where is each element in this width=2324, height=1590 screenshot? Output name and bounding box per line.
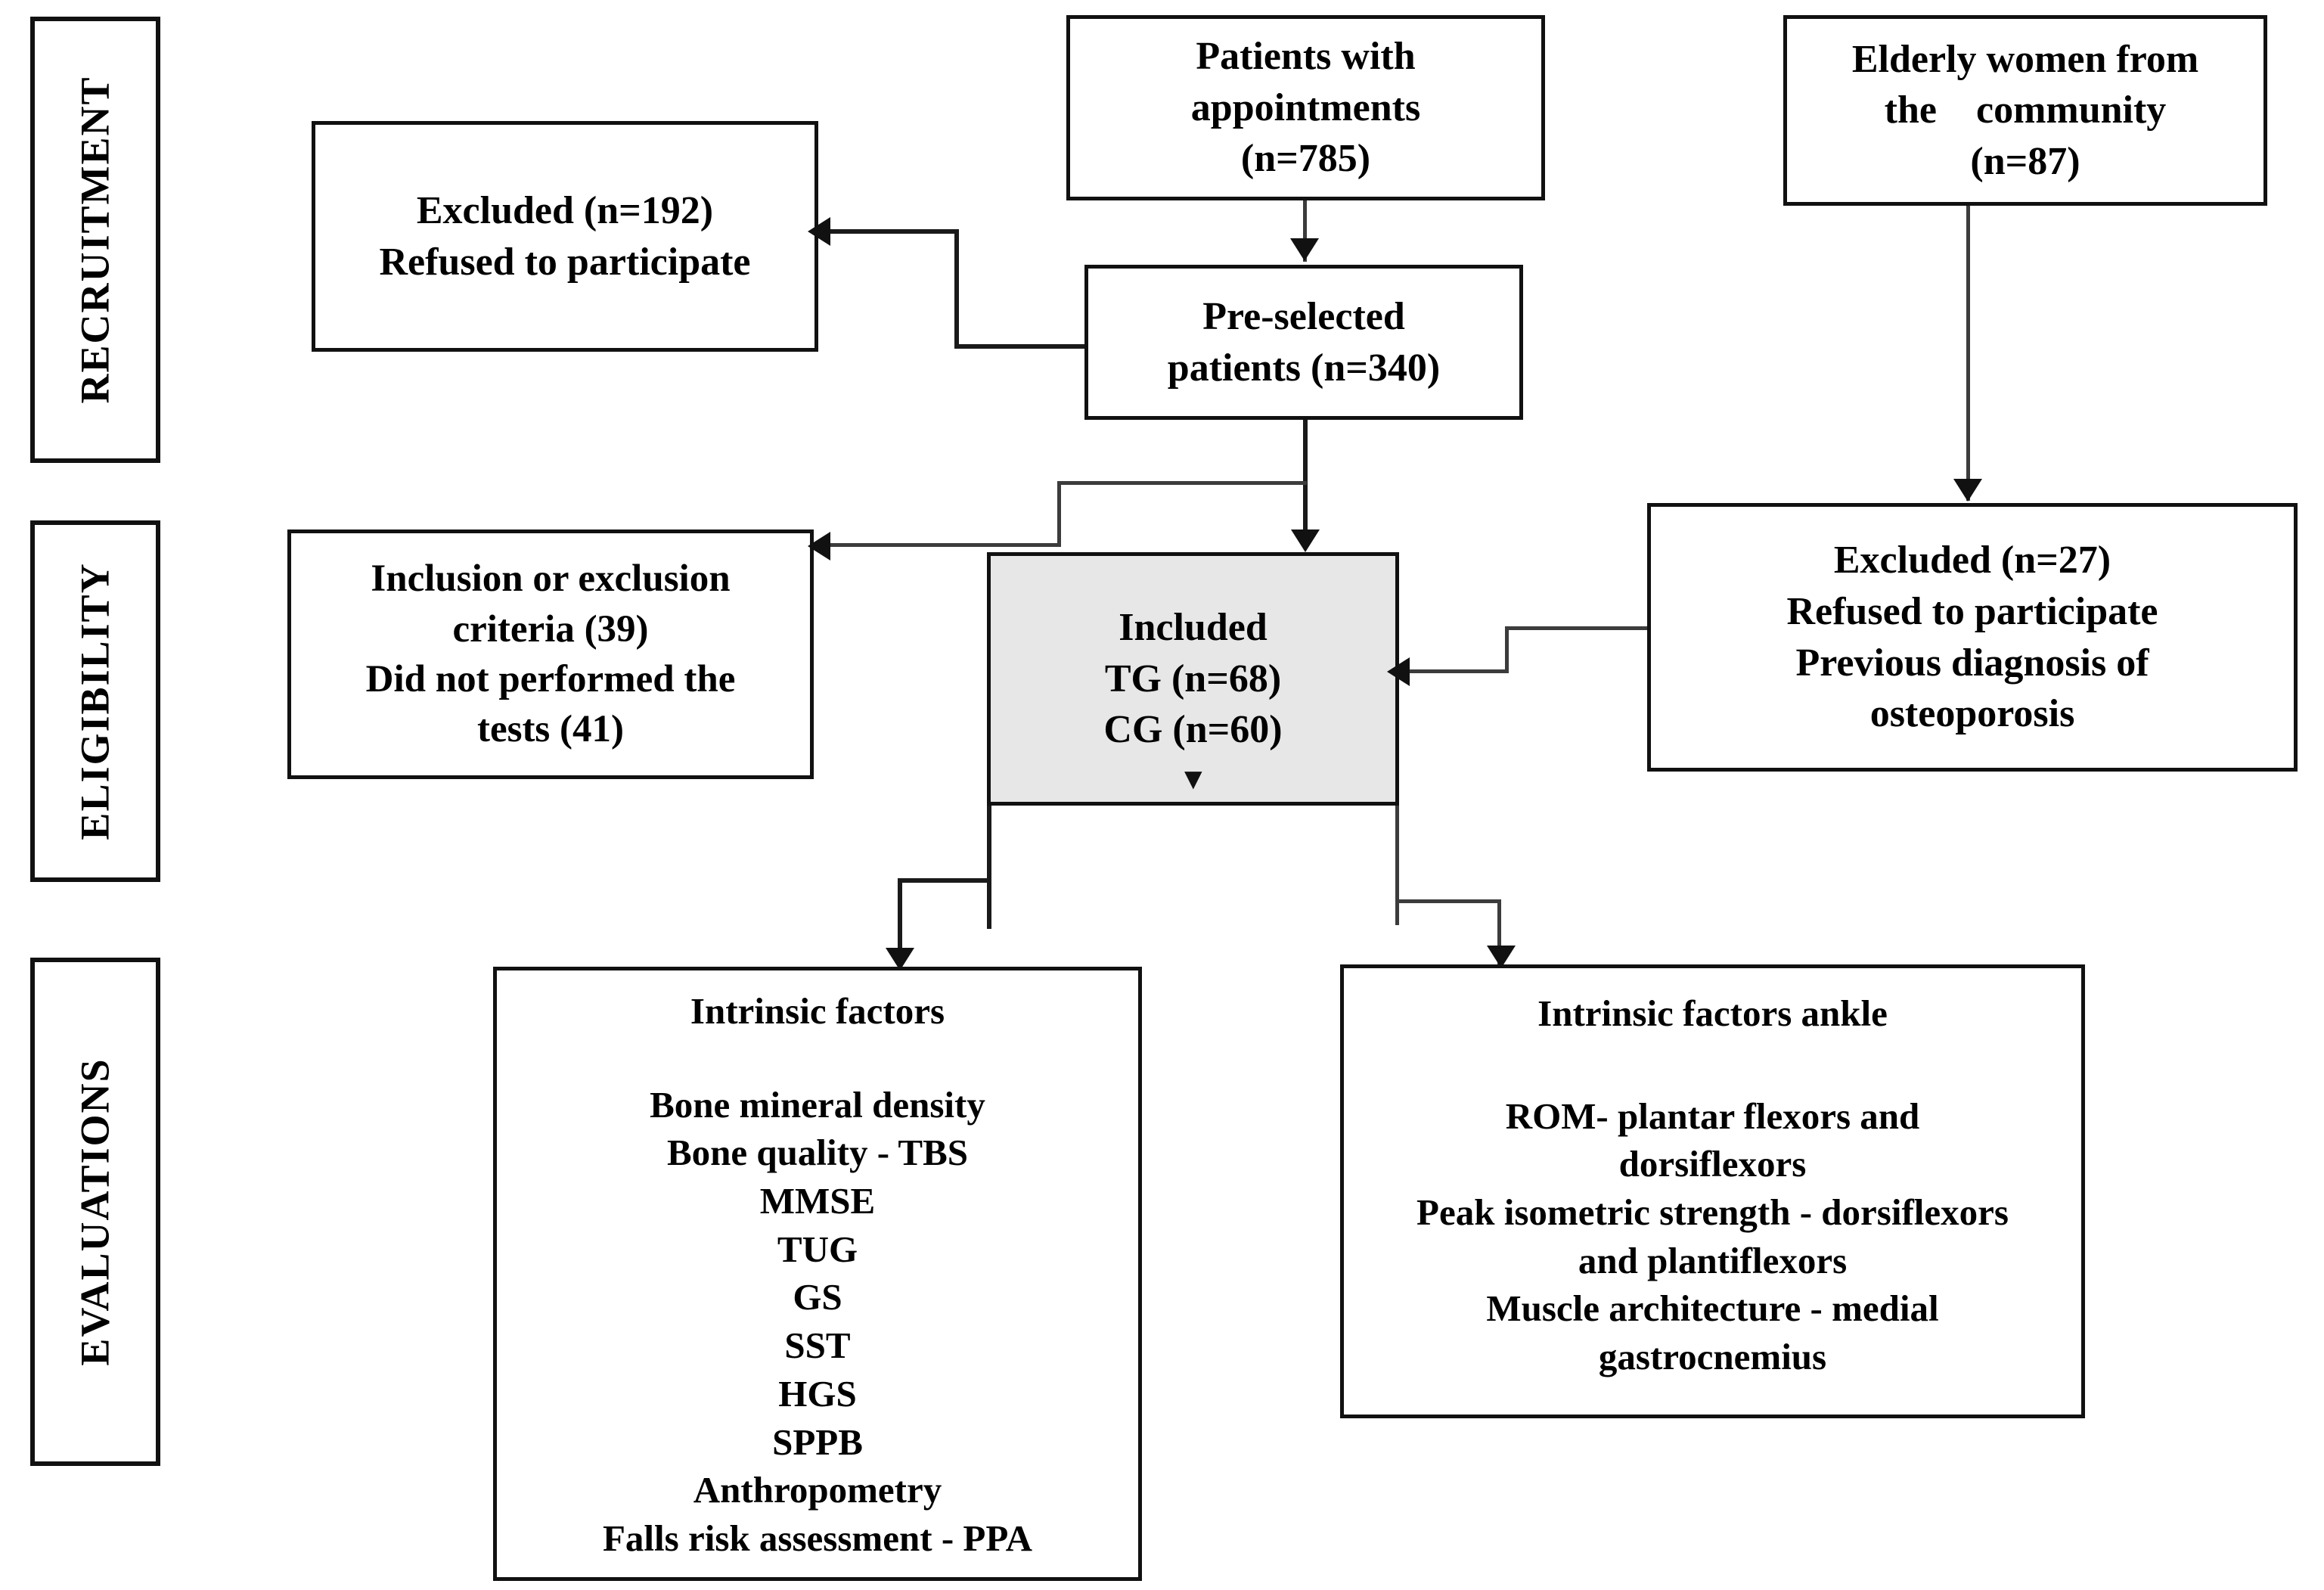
node-line: HGS (778, 1372, 857, 1415)
connector-included-to-criteria-arrow (808, 532, 830, 561)
phase-label-evaluations-text: EVALUATIONS (73, 1057, 118, 1366)
connector-excludedright-to-included-v (1505, 626, 1509, 672)
connector-preselected-to-included-arrow (1291, 529, 1320, 552)
node-line: Refused to participate (379, 240, 751, 284)
phase-label-evaluations: EVALUATIONS (30, 958, 160, 1466)
spacer (813, 1036, 822, 1081)
node-line: dorsiflexors (1618, 1143, 1807, 1185)
node-line: GS (793, 1276, 842, 1318)
node-line: Inclusion or exclusion (371, 557, 731, 601)
connector-elderly-to-excluded-arrow (1953, 479, 1982, 502)
node-included-tg-cg: Included TG (n=68) CG (n=60) (987, 552, 1399, 806)
node-line: CG (n=60) (1103, 708, 1283, 752)
node-line: TUG (777, 1228, 858, 1270)
node-line: the community (1884, 89, 2167, 132)
connector-preselected-to-excluded-h1 (954, 344, 1091, 349)
node-line: SST (784, 1324, 851, 1367)
node-excluded-refused-left: Excluded (n=192) Refused to participate (312, 121, 818, 352)
connector-preselected-to-excluded-h2 (830, 229, 959, 234)
node-line: Bone mineral density (650, 1083, 985, 1126)
connector-excludedright-to-included-h1 (1505, 626, 1649, 630)
connector-included-to-ankle-v1 (1395, 804, 1399, 925)
node-line: ROM- plantar flexors and (1505, 1095, 1920, 1137)
node-line: Peak isometric strength - dorsiflexors (1416, 1191, 2009, 1234)
node-heading: Intrinsic factors (690, 990, 945, 1032)
spacer (1708, 1038, 1717, 1092)
node-line: Elderly women from (1851, 37, 2199, 81)
phase-label-recruitment-text: RECRUITMENT (73, 76, 119, 404)
connector-included-to-intrinsic-v1 (987, 804, 991, 929)
node-excluded-osteoporosis-right: Excluded (n=27) Refused to participate P… (1647, 503, 2298, 772)
node-line: Muscle architecture - medial (1486, 1287, 1939, 1330)
node-intrinsic-factors-ankle: Intrinsic factors ankle ROM- plantar fle… (1340, 964, 2085, 1418)
node-line: TG (n=68) (1104, 657, 1282, 700)
node-heading: Intrinsic factors ankle (1537, 992, 1888, 1034)
connector-included-to-ankle-arrow (1487, 946, 1516, 968)
node-line: Bone quality - TBS (666, 1132, 969, 1174)
node-line: appointments (1190, 85, 1421, 129)
node-line: (n=87) (1970, 139, 2080, 183)
node-line: tests (41) (476, 708, 624, 751)
connector-preselected-to-excluded-v (954, 229, 959, 349)
connector-included-to-criteria-v (1057, 481, 1061, 547)
connector-included-to-intrinsic-h (898, 878, 991, 883)
node-line: criteria (39) (452, 607, 649, 651)
node-line: Previous diagnosis of (1795, 641, 2149, 685)
node-line: Anthropometry (693, 1469, 942, 1511)
node-line: Did not performed the (365, 658, 736, 700)
node-patients-with-appointments: Patients with appointments (n=785) (1066, 15, 1545, 200)
node-line: Patients with (1196, 35, 1416, 79)
connector-excludedright-to-included-arrow (1387, 657, 1410, 686)
node-line: SPPB (772, 1421, 863, 1463)
included-box-down-marker-icon: ▼ (1178, 762, 1209, 796)
node-line: Falls risk assessment - PPA (603, 1517, 1032, 1559)
node-intrinsic-factors: Intrinsic factors Bone mineral density B… (493, 967, 1142, 1581)
node-line: MMSE (759, 1180, 876, 1222)
connector-included-to-criteria-h2 (830, 543, 1061, 547)
connector-included-to-intrinsic-v2 (898, 878, 902, 963)
node-line: Excluded (n=27) (1833, 539, 2111, 582)
connector-patients-to-preselected-line (1303, 198, 1307, 262)
connector-excludedright-to-included-h2 (1410, 669, 1509, 673)
node-line: osteoporosis (1869, 692, 2075, 736)
node-line: patients (n=340) (1167, 346, 1441, 390)
connector-elderly-to-excluded-line (1966, 206, 1970, 501)
node-preselected-patients: Pre-selected patients (n=340) (1084, 265, 1523, 420)
node-line: and plantiflexors (1578, 1239, 1848, 1281)
node-inclusion-exclusion-criteria: Inclusion or exclusion criteria (39) Did… (287, 529, 814, 779)
node-line: Included (1119, 606, 1267, 650)
connector-included-to-intrinsic-arrow (886, 948, 914, 970)
node-line: gastrocnemius (1598, 1336, 1827, 1378)
node-line: Excluded (n=192) (416, 188, 714, 232)
node-line: (n=785) (1240, 137, 1371, 181)
connector-preselected-to-excluded-arrow (808, 217, 830, 246)
phase-label-eligibility-text: ELIGIBILITY (73, 562, 118, 840)
node-line: Refused to participate (1786, 589, 2158, 633)
connector-patients-to-preselected-arrow (1290, 238, 1319, 261)
connector-included-to-ankle-v2 (1497, 899, 1501, 967)
node-elderly-women-community: Elderly women from the community (n=87) (1783, 15, 2267, 206)
phase-label-eligibility: ELIGIBILITY (30, 520, 160, 882)
connector-included-to-ankle-h (1395, 899, 1501, 903)
phase-label-recruitment: RECRUITMENT (30, 17, 160, 463)
connector-included-to-criteria-h1 (1057, 481, 1307, 485)
node-line: Pre-selected (1202, 294, 1405, 338)
